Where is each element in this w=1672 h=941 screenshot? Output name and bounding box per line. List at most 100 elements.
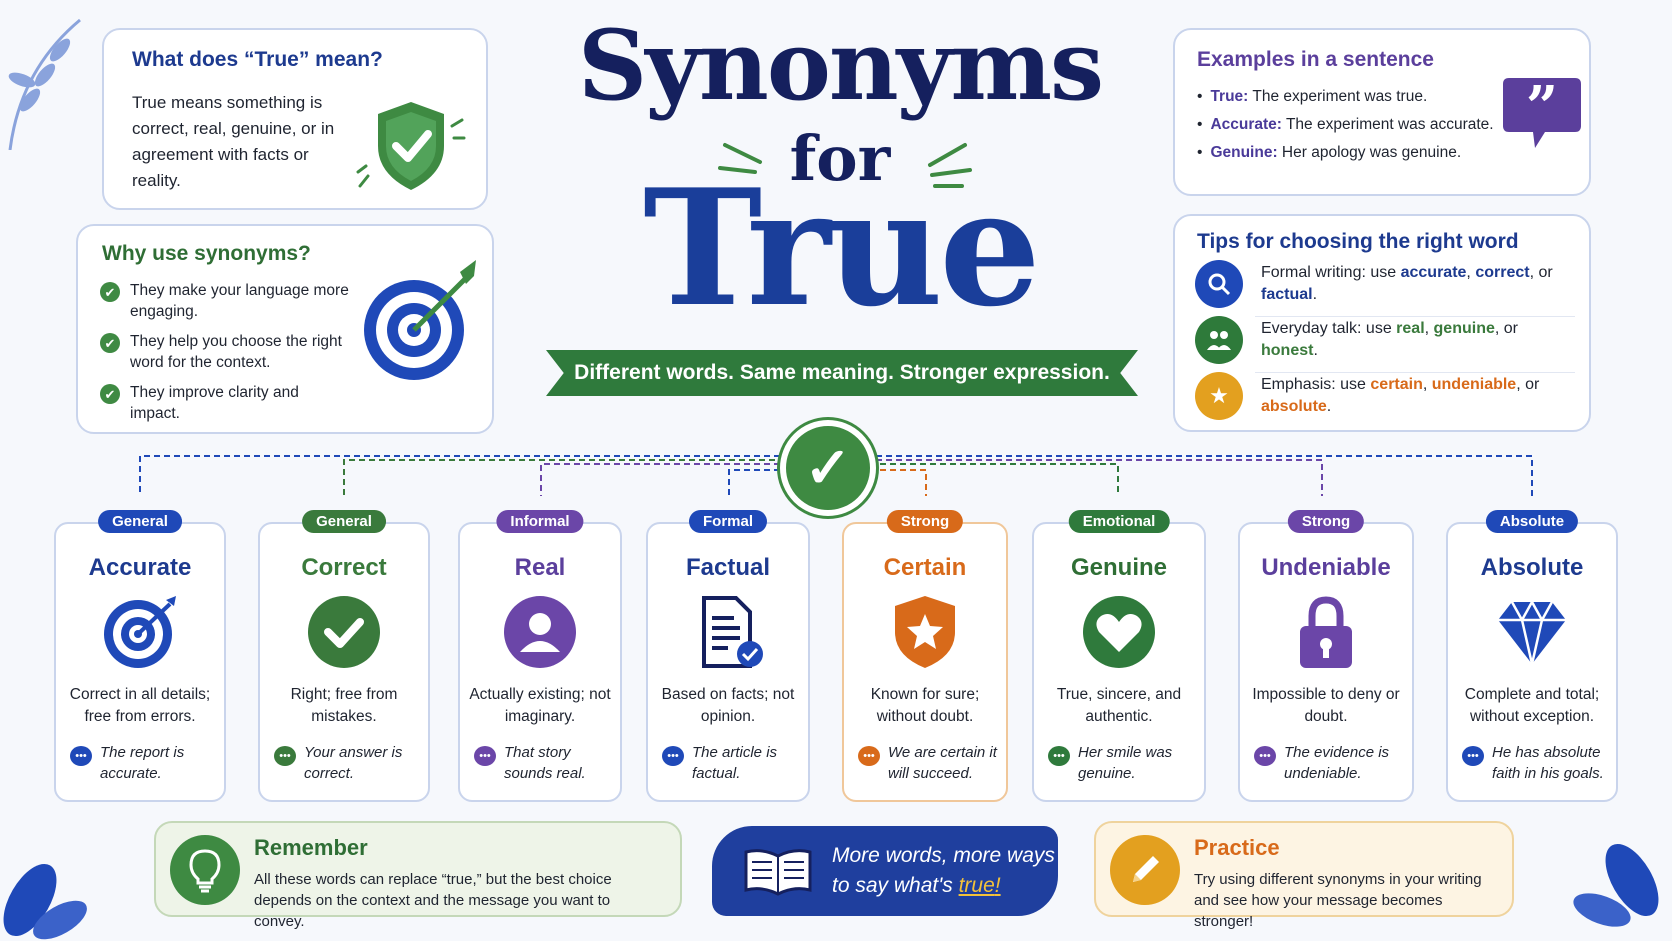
brush-line1: More words, more ways	[832, 844, 1055, 867]
synonym-example: Her smile was genuine.	[1078, 744, 1173, 782]
speech-bubble-icon: •••	[1254, 746, 1276, 766]
search-icon	[1195, 260, 1243, 308]
people-icon	[1195, 316, 1243, 364]
heart-icon	[1083, 596, 1155, 668]
speech-bubble-icon: •••	[274, 746, 296, 766]
synonym-tag: Informal	[496, 510, 584, 533]
speech-bubble-icon: •••	[662, 746, 684, 766]
speech-bubble-icon: •••	[1462, 746, 1484, 766]
tip-divider	[1255, 372, 1575, 373]
synonym-tag: Absolute	[1485, 510, 1579, 533]
synonym-example: The report is accurate.	[100, 744, 185, 782]
remember-card: Remember All these words can replace “tr…	[154, 821, 682, 930]
leaf-decoration-top-left	[8, 18, 81, 150]
svg-text:”: ”	[1526, 74, 1558, 140]
synonym-word: Factual	[685, 554, 771, 581]
synonym-word: Genuine	[1070, 554, 1167, 581]
connector-lines	[139, 440, 1533, 496]
why-item: ✔They make your language more engaging.	[100, 280, 350, 322]
lock-icon	[1300, 596, 1352, 668]
synonym-tag: Emotional	[1068, 510, 1170, 533]
synonym-card-absolute[interactable]: Absolute Absolute Complete and total; wi…	[1446, 510, 1618, 802]
speech-bubble-icon: •••	[474, 746, 496, 766]
person-icon	[504, 596, 576, 668]
synonym-definition: Impossible to deny or doubt.	[1252, 686, 1400, 725]
check-icon: ✔	[100, 282, 120, 302]
leaf-decoration-bottom-left	[3, 863, 87, 940]
examples-card: Examples in a sentence •True: The experi…	[1173, 28, 1591, 196]
open-book-icon	[744, 849, 812, 896]
shield-star-icon	[895, 596, 955, 668]
synonym-card-real[interactable]: Informal Real Actually existing; not ima…	[458, 510, 622, 802]
examples-list: •True: The experiment was true. •Accurat…	[1197, 88, 1494, 172]
brush-true: true	[958, 874, 995, 897]
synonym-example: The article is factual.	[692, 744, 778, 782]
synonym-tag: General	[302, 510, 386, 533]
document-icon	[702, 596, 763, 668]
remember-body: All these words can replace “true,” but …	[254, 871, 612, 930]
synonym-card-genuine[interactable]: Emotional Genuine True, sincere, and aut…	[1032, 510, 1206, 802]
title-for: for	[789, 122, 891, 195]
practice-heading: Practice	[1194, 835, 1280, 860]
synonym-card-factual[interactable]: Formal Factual Based on facts; not opini…	[646, 510, 810, 802]
example-item: •Genuine: Her apology was genuine.	[1197, 144, 1462, 161]
lightbulb-icon	[170, 835, 240, 905]
example-item: •True: The experiment was true.	[1197, 88, 1428, 105]
synonym-card-accurate[interactable]: General Accurate Correct in all details;…	[54, 510, 226, 802]
check-circle-icon	[308, 596, 380, 668]
accent-dashes-left-icon	[718, 143, 762, 174]
tip-divider	[1255, 316, 1575, 317]
synonym-word: Accurate	[88, 554, 192, 581]
speech-bubble-icon: •••	[858, 746, 880, 766]
star-icon: ★	[1195, 372, 1243, 420]
synonym-word: Real	[514, 554, 566, 581]
why-card: Why use synonyms? ✔They make your langua…	[76, 224, 494, 434]
why-list: ✔They make your language more engaging. …	[100, 280, 350, 433]
meaning-heading: What does “True” mean?	[132, 48, 383, 71]
speech-bubble-icon: •••	[1048, 746, 1070, 766]
check-icon: ✔	[100, 384, 120, 404]
synonym-tag: Strong	[886, 510, 964, 533]
meaning-body: True means something is correct, real, g…	[132, 93, 335, 190]
synonym-definition: Actually existing; not imaginary.	[469, 686, 611, 725]
check-icon: ✔	[100, 333, 120, 353]
synonym-definition: Based on facts; not opinion.	[661, 686, 795, 725]
why-item: ✔They help you choose the right word for…	[100, 331, 350, 373]
synonym-definition: Right; free from mistakes.	[290, 686, 398, 725]
synonym-word: Correct	[301, 554, 387, 581]
why-heading: Why use synonyms?	[102, 242, 311, 265]
synonym-word: Certain	[883, 554, 967, 581]
title-synonyms: Synonyms	[577, 9, 1104, 122]
synonym-tag: Strong	[1287, 510, 1365, 533]
synonym-card-correct[interactable]: General Correct Right; free from mistake…	[258, 510, 430, 802]
synonym-tag: Formal	[688, 510, 768, 533]
target-arrow-icon	[364, 260, 476, 380]
center-check-icon: ✓	[780, 420, 876, 516]
synonym-example: He has absolute faith in his goals.	[1492, 744, 1604, 782]
pencil-icon	[1110, 835, 1180, 905]
example-item: •Accurate: The experiment was accurate.	[1197, 116, 1494, 133]
synonym-word: Undeniable	[1261, 554, 1391, 581]
synonym-definition: Complete and total; without exception.	[1464, 686, 1600, 725]
synonym-card-certain[interactable]: Strong Certain Known for sure; without d…	[842, 510, 1008, 802]
synonym-example: We are certain it will succeed.	[888, 744, 997, 782]
meaning-card: What does “True” mean? True means someth…	[102, 28, 488, 210]
synonym-definition: Known for sure; without doubt.	[870, 686, 980, 725]
shield-check-icon	[356, 102, 466, 190]
brush-banner: More words, more ways to say what's true…	[712, 826, 1058, 916]
remember-heading: Remember	[254, 835, 368, 860]
tips-card: Tips for choosing the right word Formal …	[1173, 214, 1591, 432]
tip-emphasis: ★ Emphasis: use certain, undeniable, or …	[1195, 372, 1575, 420]
synonym-definition: Correct in all details; free from errors…	[69, 686, 211, 725]
target-icon	[104, 596, 176, 668]
tip-everyday: Everyday talk: use real, genuine, or hon…	[1195, 316, 1575, 364]
synonym-definition: True, sincere, and authentic.	[1056, 686, 1182, 725]
synonym-example: The evidence is undeniable.	[1284, 744, 1390, 782]
synonym-word: Absolute	[1480, 554, 1584, 581]
tips-heading: Tips for choosing the right word	[1197, 230, 1519, 253]
why-item: ✔They improve clarity and impact.	[100, 382, 350, 424]
synonym-card-undeniable[interactable]: Strong Undeniable Impossible to deny or …	[1238, 510, 1414, 802]
speech-bubble-icon: •••	[70, 746, 92, 766]
tip-formal: Formal writing: use accurate, correct, o…	[1195, 260, 1575, 308]
tagline-banner: Different words. Same meaning. Stronger …	[546, 350, 1138, 396]
